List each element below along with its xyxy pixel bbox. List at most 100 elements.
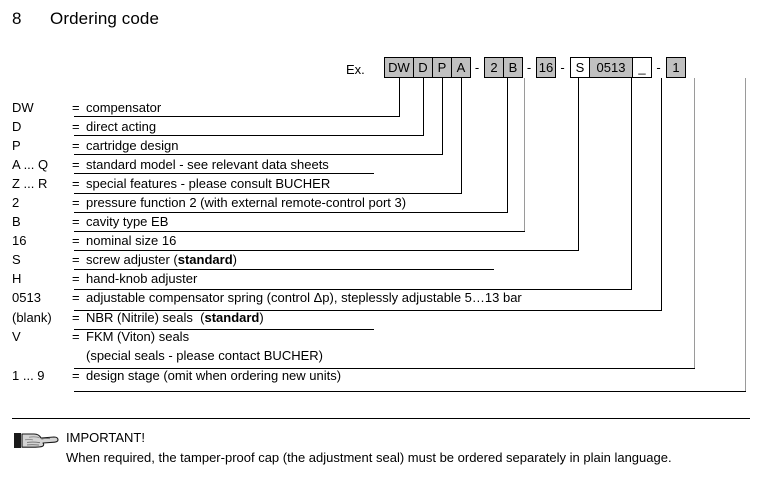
legend-row: 0513 = adjustable compensator spring (co…: [12, 290, 752, 310]
legend-equals: =: [72, 368, 80, 383]
legend-row: V = FKM (Viton) seals: [12, 329, 752, 348]
legend-equals: =: [72, 233, 80, 248]
legend-row: A ... Q = standard model - see relevant …: [12, 157, 752, 176]
code-separator-3: -: [560, 60, 565, 75]
legend-code: 1 ... 9: [12, 368, 45, 383]
code-separator-2: -: [526, 60, 532, 75]
legend-equals: =: [72, 252, 80, 267]
leader-line-2: [507, 78, 508, 212]
leader-line-b: [524, 78, 525, 231]
legend-row: DW = compensator: [12, 100, 752, 119]
legend-code: P: [12, 138, 21, 153]
code-box-a[interactable]: A: [451, 57, 471, 78]
legend-row: 2 = pressure function 2 (with external r…: [12, 195, 752, 214]
underline-design-stage: [74, 391, 746, 392]
legend-equals: =: [72, 271, 80, 286]
legend-row: H = hand-knob adjuster: [12, 271, 752, 290]
code-box-2[interactable]: 2: [484, 57, 504, 78]
legend-code: B: [12, 214, 21, 229]
legend-equals: =: [72, 138, 80, 153]
underline-s-h: [74, 289, 632, 290]
code-box-1[interactable]: 1: [666, 57, 686, 78]
code-box-16[interactable]: 16: [536, 57, 556, 78]
legend-description: hand-knob adjuster: [86, 271, 198, 286]
section-divider: [12, 418, 750, 419]
legend-code: H: [12, 271, 22, 286]
legend-description: nominal size 16: [86, 233, 177, 248]
legend-description: adjustable compensator spring (control Δ…: [86, 290, 522, 305]
code-box-b[interactable]: B: [503, 57, 523, 78]
leader-line-a: [461, 78, 462, 193]
underline-dw: [74, 116, 400, 117]
leader-line-0513: [661, 78, 662, 310]
ordering-code-boxes: DW D P A - 2 B - 16 - S 0513 _ - 1: [384, 57, 686, 78]
example-label: Ex.: [346, 62, 365, 77]
legend-equals: =: [72, 157, 80, 172]
legend-table: DW = compensator D = direct acting P = c…: [12, 100, 752, 387]
legend-code: A ... Q: [12, 157, 49, 172]
leader-line-16: [578, 78, 579, 250]
underline-0513: [74, 310, 662, 311]
code-box-d[interactable]: D: [413, 57, 433, 78]
page-title: 8 Ordering code: [12, 9, 159, 29]
legend-code: Z ... R: [12, 176, 48, 191]
legend-row: P = cartridge design: [12, 138, 752, 157]
legend-code: S: [12, 252, 21, 267]
leader-line-d: [423, 78, 424, 135]
legend-equals: =: [72, 195, 80, 210]
legend-code: 0513: [12, 290, 41, 305]
legend-equals: =: [72, 329, 80, 344]
code-separator-1: -: [474, 60, 480, 75]
legend-description: FKM (Viton) seals: [86, 329, 190, 344]
underline-p: [74, 154, 443, 155]
legend-row: (blank) = NBR (Nitrile) seals (standard): [12, 310, 752, 329]
leader-line-design-stage: [745, 78, 746, 391]
section-number: 8: [12, 9, 22, 28]
legend-row: B = cavity type EB: [12, 214, 752, 233]
code-box-dw[interactable]: DW: [384, 57, 414, 78]
leader-line-seals: [694, 78, 695, 368]
legend-row: (special seals - please contact BUCHER): [12, 348, 752, 368]
underline-seals: [74, 368, 695, 369]
legend-row: 1 ... 9 = design stage (omit when orderi…: [12, 368, 752, 387]
code-box-0513[interactable]: 0513: [589, 57, 633, 78]
underline-a: [74, 173, 374, 174]
legend-equals: =: [72, 214, 80, 229]
legend-description: standard model - see relevant data sheet…: [86, 157, 329, 172]
underline-2: [74, 212, 508, 213]
section-title: Ordering code: [50, 9, 160, 28]
legend-row: S = screw adjuster (standard): [12, 252, 752, 271]
code-separator-4: -: [656, 60, 661, 75]
important-body: When required, the tamper-proof cap (the…: [66, 450, 672, 465]
code-box-s[interactable]: S: [570, 57, 590, 78]
legend-description: direct acting: [86, 119, 157, 134]
legend-description: (special seals - please contact BUCHER): [86, 348, 323, 363]
leader-line-p: [442, 78, 443, 154]
legend-row: 16 = nominal size 16: [12, 233, 752, 252]
legend-description: cavity type EB: [86, 214, 169, 229]
legend-equals: =: [72, 119, 80, 134]
underline-d: [74, 135, 424, 136]
underline-b: [74, 231, 525, 232]
legend-emphasis: standard: [204, 310, 260, 325]
code-box-p[interactable]: P: [432, 57, 452, 78]
legend-code: V: [12, 329, 21, 344]
legend-description: compensator: [86, 100, 162, 115]
legend-emphasis: standard: [177, 252, 233, 267]
legend-code: D: [12, 119, 22, 134]
legend-description: NBR (Nitrile) seals (standard): [86, 310, 264, 325]
legend-equals: =: [72, 100, 80, 115]
legend-equals: =: [72, 310, 80, 325]
underline-a-z: [74, 193, 462, 194]
leader-line-dw: [399, 78, 400, 116]
legend-description: design stage (omit when ordering new uni…: [86, 368, 342, 383]
legend-row: Z ... R = special features - please cons…: [12, 176, 752, 195]
pointing-hand-icon: [14, 428, 60, 452]
legend-row: D = direct acting: [12, 119, 752, 138]
legend-description: cartridge design: [86, 138, 179, 153]
legend-equals: =: [72, 176, 80, 191]
legend-description: special features - please consult BUCHER: [86, 176, 331, 191]
code-box-seal[interactable]: _: [632, 57, 652, 78]
underline-s: [74, 269, 494, 270]
